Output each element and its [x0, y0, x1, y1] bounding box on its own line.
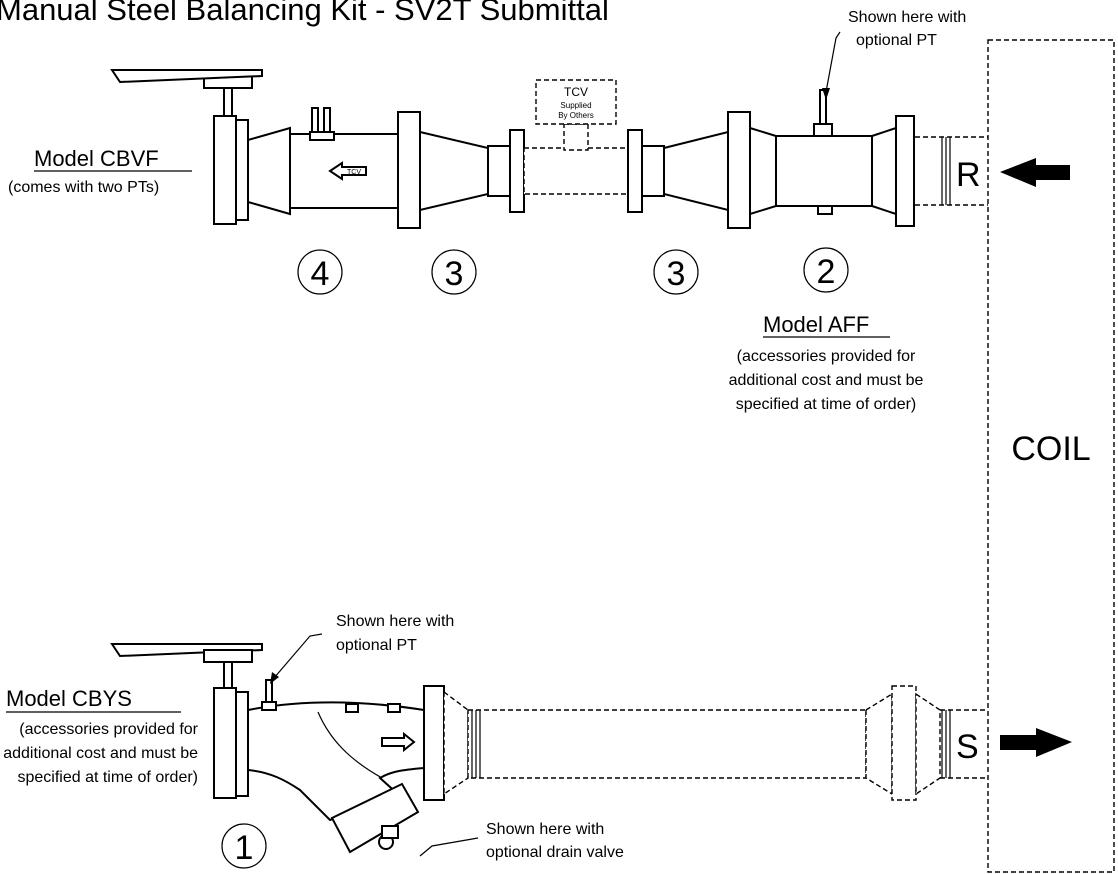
supply-reducer-right — [865, 692, 893, 796]
return-coil-nipple — [915, 136, 988, 206]
cbvf-flow-tag-text: TCV — [347, 169, 361, 176]
cbvf-reducer — [247, 126, 291, 216]
coil-label: COIL — [1011, 430, 1090, 468]
cbys-note-line-2: additional cost and must be — [3, 745, 198, 762]
drain-leader — [419, 837, 479, 857]
return-pipe-assembly: TCV TCV Supplied By Others R — [110, 69, 988, 229]
cbys-pt-leader-arrowhead — [270, 672, 279, 684]
cbvf-model-note: (comes with two PTs) — [8, 179, 159, 196]
supply-thread-left — [471, 710, 481, 778]
aff-reducer-right — [871, 126, 897, 216]
cbys-bolt-1 — [345, 703, 359, 713]
tcv-label: TCV — [564, 85, 588, 99]
callout-3-right: 3 — [653, 249, 699, 295]
callout-1: 1 — [221, 823, 267, 869]
cbys-pt-leader — [273, 633, 323, 679]
aff-flange-left — [727, 111, 751, 229]
cbys-note-line-3: specified at time of order) — [17, 769, 198, 786]
cbvf-pt-base — [309, 131, 335, 141]
cbvf-flow-tag — [328, 161, 367, 181]
cbys-flow-tag — [381, 731, 416, 753]
cbys-body-seam — [317, 711, 383, 779]
cbys-body — [247, 701, 425, 822]
reducer-left-neck — [487, 145, 511, 197]
supply-flow-arrow-icon — [1000, 728, 1072, 757]
cbys-flange-right — [423, 685, 445, 801]
supply-nipple-thread — [941, 710, 951, 778]
supply-pipe — [467, 709, 867, 779]
callout-4-text: 4 — [311, 255, 330, 293]
return-flow-arrow-icon — [1000, 158, 1070, 187]
cbys-flange-left — [213, 687, 237, 799]
cbys-handle-lever — [110, 643, 263, 658]
aff-note-line-2: additional cost and must be — [729, 372, 924, 389]
callout-1-text: 1 — [235, 829, 254, 867]
tcv-flange-left — [509, 129, 525, 213]
aff-reducer-left — [749, 126, 777, 216]
callout-4: 4 — [297, 249, 343, 295]
aff-pt-base — [813, 123, 833, 137]
callout-2-text: 2 — [817, 253, 836, 291]
reducer-left — [419, 130, 489, 212]
drain-valve-body — [381, 825, 399, 839]
aff-pt-note-line-2: optional PT — [856, 32, 937, 49]
reducer-right-neck — [641, 145, 665, 197]
drain-note-line-1: Shown here with — [486, 821, 604, 838]
cbvf-stem — [223, 87, 233, 117]
port-s-label: S — [956, 728, 979, 766]
aff-body — [775, 135, 873, 207]
cbys-pt-base — [261, 701, 277, 711]
tcv-actuator — [535, 79, 617, 125]
cbvf-flange-left — [213, 115, 237, 225]
cbys-bolt-2 — [387, 703, 401, 713]
cbvf-flange-right — [397, 111, 421, 229]
drain-note-line-2: optional drain valve — [486, 844, 624, 861]
tcv-body — [523, 147, 629, 195]
supply-nipple-reducer — [915, 692, 941, 796]
aff-note-line-1: (accessories provided for — [737, 348, 916, 365]
page-title: Manual Steel Balancing Kit - SV2T Submit… — [0, 0, 609, 27]
aff-drain-plug — [817, 205, 833, 215]
port-r-label: R — [956, 156, 981, 194]
supply-coil-nipple — [940, 709, 988, 779]
aff-pt-leader-arrowhead — [822, 88, 830, 100]
tcv-note-line-2: By Others — [558, 111, 594, 120]
cbvf-model-name: Model CBVF — [34, 146, 159, 171]
cbys-handle-hub — [203, 649, 253, 663]
supply-pipe-assembly: S — [110, 643, 988, 854]
supply-reducer-left — [443, 690, 469, 796]
cbvf-handle-lever — [110, 69, 263, 84]
callout-3-left: 3 — [431, 249, 477, 295]
cbys-pt-note-line-2: optional PT — [336, 637, 417, 654]
tcv-bonnet — [563, 123, 589, 151]
callout-3-left-text: 3 — [445, 255, 464, 293]
aff-model-name: Model AFF — [763, 312, 869, 337]
aff-flange-right — [895, 115, 915, 227]
tcv-flange-right — [627, 129, 643, 213]
cbys-pt-note-line-1: Shown here with — [336, 613, 454, 630]
cbvf-flange-face — [235, 119, 249, 221]
cbys-flange-face — [235, 691, 249, 797]
cbys-strainer-cap — [330, 782, 420, 854]
callout-3-right-text: 3 — [667, 255, 686, 293]
coil-box — [987, 39, 1115, 873]
tcv-note-line-1: Supplied — [560, 101, 591, 110]
aff-pt-note-line-1: Shown here with — [848, 9, 966, 26]
return-nipple-thread — [941, 137, 951, 205]
cbys-model-name: Model CBYS — [6, 686, 132, 711]
callout-2: 2 — [803, 247, 849, 293]
cbys-note-line-1: (accessories provided for — [19, 721, 198, 738]
aff-pt-leader — [825, 31, 841, 93]
supply-flange-right — [891, 685, 917, 801]
cbys-stem — [223, 661, 233, 689]
reducer-right — [663, 130, 729, 212]
aff-note-line-3: specified at time of order) — [736, 396, 917, 413]
